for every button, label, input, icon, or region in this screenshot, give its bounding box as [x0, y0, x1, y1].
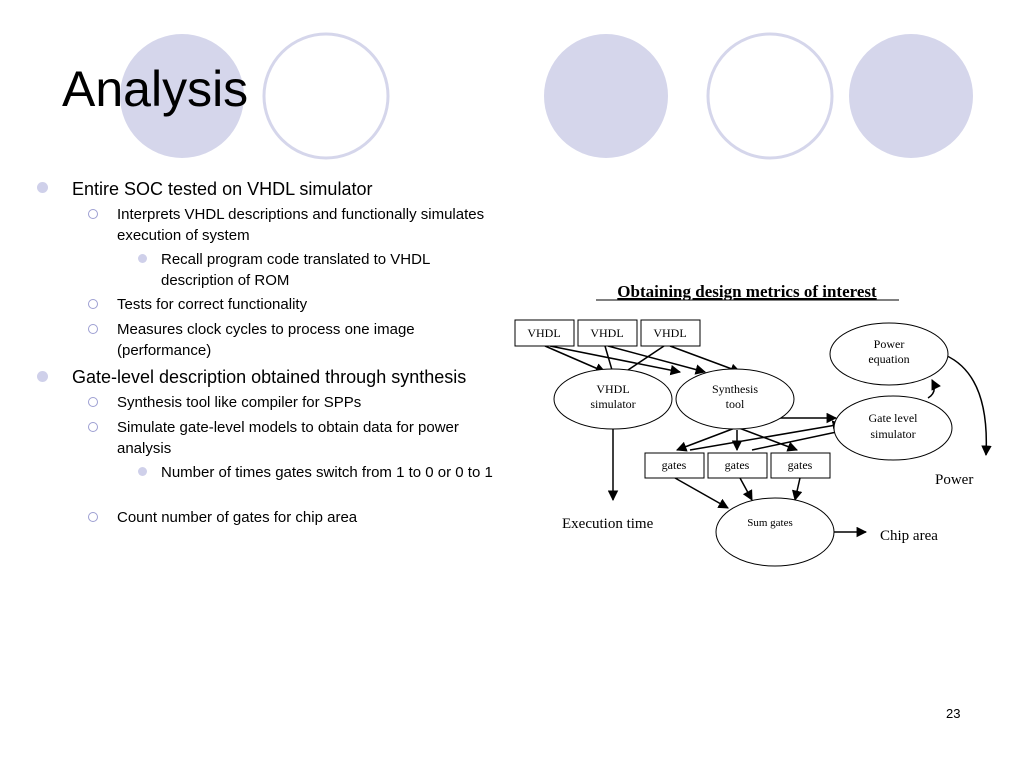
sub-sub-bullet-marker [138, 467, 147, 476]
sub-bullet-item: Measures clock cycles to process one ima… [117, 321, 415, 359]
gates-box [770, 452, 831, 479]
power-equation-label: Power [874, 337, 905, 351]
vhdl-box-label: VHDL [527, 326, 560, 340]
synthesis-tool-label: tool [726, 397, 745, 411]
diagram-title: Obtaining design metrics of interest [617, 282, 877, 301]
bullet-item: Entire SOC tested on VHDL simulator [72, 179, 373, 199]
sub-bullet-marker [88, 397, 98, 407]
outline-circle [706, 32, 834, 160]
sub-bullet-item: Synthesis tool like compiler for SPPs [117, 394, 362, 411]
gate-level-simulator-label: simulator [870, 427, 915, 441]
sub-bullet-item: Count number of gates for chip area [117, 509, 358, 526]
sub-bullet-marker [88, 324, 98, 334]
vhdl-simulator-label: VHDL [596, 382, 629, 396]
power-equation-label: equation [868, 352, 909, 366]
gates-box [644, 452, 705, 479]
gates-box-label: gates [788, 458, 813, 472]
gate-level-simulator-node [833, 395, 953, 461]
sub-bullet-marker [88, 422, 98, 432]
bullet-list: Entire SOC tested on VHDL simulator Inte… [0, 0, 540, 560]
filled-circle [544, 34, 668, 158]
bullet-marker [37, 182, 48, 193]
gates-box-label: gates [725, 458, 750, 472]
sum-gates-node [715, 497, 835, 567]
decorative-circles [120, 32, 973, 160]
power-equation-node [829, 322, 949, 386]
vhdl-simulator-node [553, 368, 673, 430]
outline-circle [262, 32, 390, 160]
page-number: 23 [946, 706, 961, 721]
slide-title: Analysis [62, 61, 249, 117]
bullet-marker [37, 371, 48, 382]
sub-bullet-marker [88, 512, 98, 522]
sub-sub-bullet-marker [138, 254, 147, 263]
vhdl-box-label: VHDL [590, 326, 623, 340]
vhdl-simulator-label: simulator [590, 397, 635, 411]
sub-bullet-marker [88, 209, 98, 219]
vhdl-box [514, 319, 575, 347]
power-label: Power [935, 472, 973, 488]
vhdl-box [640, 319, 701, 347]
sub-bullet-marker [88, 299, 98, 309]
sub-bullet-item: Simulate gate-level models to obtain dat… [117, 419, 459, 457]
synthesis-tool-label: Synthesis [712, 382, 758, 396]
bullet-item: Gate-level description obtained through … [72, 367, 467, 387]
filled-circle [849, 34, 973, 158]
sub-bullet-item: Tests for correct functionality [117, 296, 308, 313]
filled-circle [120, 34, 244, 158]
sub-sub-bullet-item: Number of times gates switch from 1 to 0… [161, 464, 493, 481]
sum-gates-label: Sum gates [747, 517, 793, 529]
execution-time-label: Execution time [562, 516, 654, 532]
chip-area-label: Chip area [880, 528, 938, 544]
vhdl-box-label: VHDL [653, 326, 686, 340]
sub-sub-bullet-item: Recall program code translated to VHDL d… [161, 251, 430, 289]
gates-box [707, 452, 768, 479]
vhdl-box [577, 319, 638, 347]
sub-bullet-item: Interprets VHDL descriptions and functio… [117, 206, 485, 244]
synthesis-tool-node [675, 368, 795, 430]
gate-level-simulator-label: Gate level [869, 411, 919, 425]
gates-box-label: gates [662, 458, 687, 472]
diagram-arrows [544, 345, 992, 538]
